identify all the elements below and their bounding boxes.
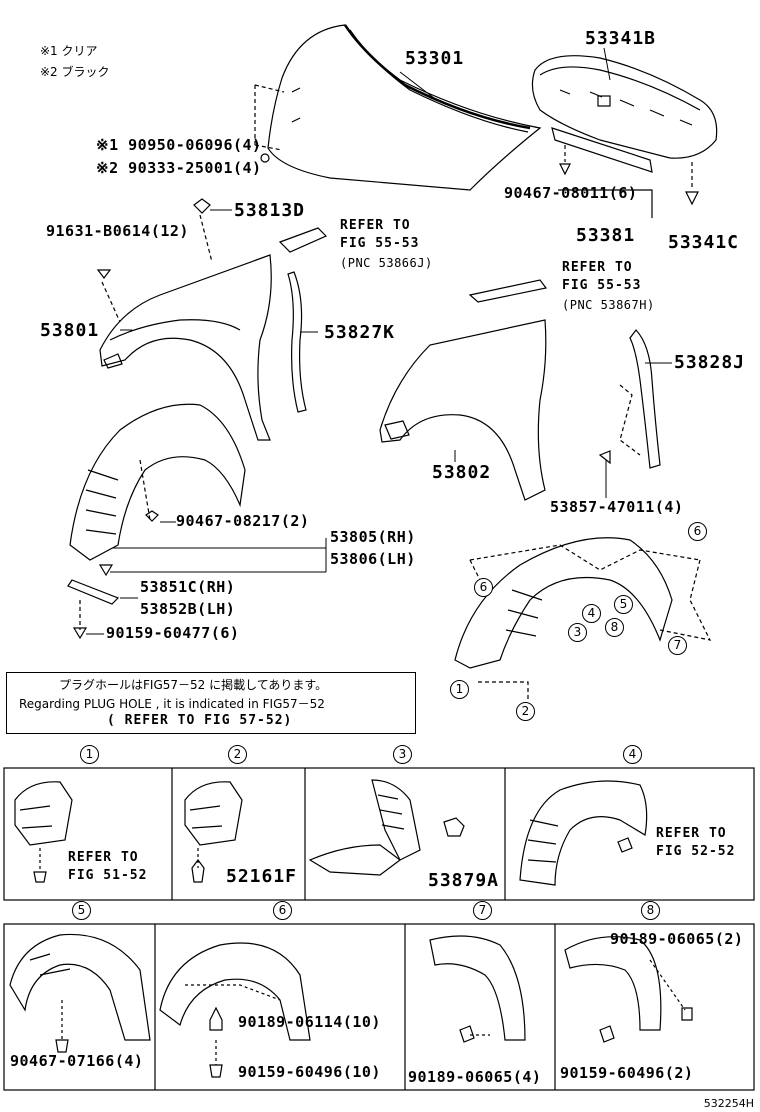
part-label-90467-08217[interactable]: 90467-08217(2) bbox=[176, 512, 310, 530]
panel-number-4: 4 bbox=[623, 745, 642, 764]
callout-5: 5 bbox=[614, 595, 633, 614]
panel-number-6: 6 bbox=[273, 901, 292, 920]
part-label-90467-08011[interactable]: 90467-08011(6) bbox=[504, 184, 638, 202]
hood-drawing bbox=[254, 24, 542, 191]
part-label-53802[interactable]: 53802 bbox=[432, 462, 492, 483]
refer-55-53-b-line2[interactable]: FIG 55-53 bbox=[562, 278, 642, 293]
part-label-53813d[interactable]: 53813D bbox=[234, 200, 306, 221]
part-label-53806[interactable]: 53806(LH) bbox=[330, 550, 416, 568]
detail-panels bbox=[3, 767, 755, 1091]
panel-number-2: 2 bbox=[228, 745, 247, 764]
callout-6b: 6 bbox=[688, 522, 707, 541]
part-label-90159-60496-10[interactable]: 90159-60496(10) bbox=[238, 1063, 381, 1081]
part-label-90189-06065-2[interactable]: 90189-06065(2) bbox=[610, 930, 744, 948]
part-label-90189-06065-4[interactable]: 90189-06065(4) bbox=[408, 1068, 542, 1086]
refer-55-53-a-pnc: (PNC 53866J) bbox=[340, 256, 433, 270]
part-label-53805[interactable]: 53805(RH) bbox=[330, 528, 416, 546]
part-label-53801[interactable]: 53801 bbox=[40, 320, 100, 341]
part-label-53852b[interactable]: 53852B(LH) bbox=[140, 600, 236, 618]
part-label-53828j[interactable]: 53828J bbox=[674, 352, 746, 373]
left-liner-drawing bbox=[67, 403, 246, 640]
callout-7: 7 bbox=[668, 636, 687, 655]
cowl-panel-drawing bbox=[531, 55, 718, 218]
right-fender-drawing bbox=[379, 279, 661, 501]
callout-1: 1 bbox=[450, 680, 469, 699]
note-refer-57-52[interactable]: ( REFER TO FIG 57-52) bbox=[107, 713, 293, 728]
panel-number-8: 8 bbox=[641, 901, 660, 920]
legend-black: ※2 ブラック bbox=[40, 65, 110, 79]
part-label-53827k[interactable]: 53827K bbox=[324, 322, 396, 343]
note-en: Regarding PLUG HOLE , it is indicated in… bbox=[19, 697, 325, 711]
callout-2: 2 bbox=[516, 702, 535, 721]
part-label-53381[interactable]: 53381 bbox=[576, 225, 636, 246]
refer-55-53-b-line1: REFER TO bbox=[562, 260, 633, 275]
part-label-53851c[interactable]: 53851C(RH) bbox=[140, 578, 236, 596]
part-label-90467-07166[interactable]: 90467-07166(4) bbox=[10, 1052, 144, 1070]
panel-number-1: 1 bbox=[80, 745, 99, 764]
part-label-53341c[interactable]: 53341C bbox=[668, 232, 740, 253]
part-label-90159-60477[interactable]: 90159-60477(6) bbox=[106, 624, 240, 642]
right-liner-drawing bbox=[454, 537, 712, 700]
part-label-53341b[interactable]: 53341B bbox=[585, 28, 657, 49]
panel-number-5: 5 bbox=[72, 901, 91, 920]
part-label-53301[interactable]: 53301 bbox=[405, 48, 465, 69]
left-fender-drawing bbox=[96, 198, 328, 441]
legend-clear: ※1 クリア bbox=[40, 44, 98, 58]
part-label-90159-60496-2[interactable]: 90159-60496(2) bbox=[560, 1064, 694, 1082]
panel-number-3: 3 bbox=[393, 745, 412, 764]
part-label-90950[interactable]: ※1 90950-06096(4) bbox=[96, 136, 262, 154]
part-label-53857[interactable]: 53857-47011(4) bbox=[550, 498, 684, 516]
panel-number-7: 7 bbox=[473, 901, 492, 920]
part-label-90333[interactable]: ※2 90333-25001(4) bbox=[96, 159, 262, 177]
refer-55-53-a-line2[interactable]: FIG 55-53 bbox=[340, 236, 420, 251]
callout-6a: 6 bbox=[474, 578, 493, 597]
part-label-53879a[interactable]: 53879A bbox=[428, 870, 500, 891]
part-label-90189-06114[interactable]: 90189-06114(10) bbox=[238, 1013, 381, 1031]
refer-51-52-line2[interactable]: FIG 51-52 bbox=[68, 868, 148, 883]
refer-52-52-line2[interactable]: FIG 52-52 bbox=[656, 844, 736, 859]
leader-lines bbox=[86, 47, 672, 635]
callout-4: 4 bbox=[582, 604, 601, 623]
callout-3: 3 bbox=[568, 623, 587, 642]
refer-55-53-b-pnc: (PNC 53867H) bbox=[562, 298, 655, 312]
refer-51-52-line1: REFER TO bbox=[68, 850, 139, 865]
refer-52-52-line1: REFER TO bbox=[656, 826, 727, 841]
refer-55-53-a-line1: REFER TO bbox=[340, 218, 411, 233]
plug-hole-note-box: プラグホールはFIG57－52 に掲載してあります。 Regarding PLU… bbox=[6, 672, 416, 734]
callout-8: 8 bbox=[605, 618, 624, 637]
part-label-91631[interactable]: 91631-B0614(12) bbox=[46, 222, 189, 240]
part-label-52161f[interactable]: 52161F bbox=[226, 866, 298, 887]
note-jp: プラグホールはFIG57－52 に掲載してあります。 bbox=[59, 678, 328, 692]
diagram-id: 532254H bbox=[703, 1097, 754, 1110]
